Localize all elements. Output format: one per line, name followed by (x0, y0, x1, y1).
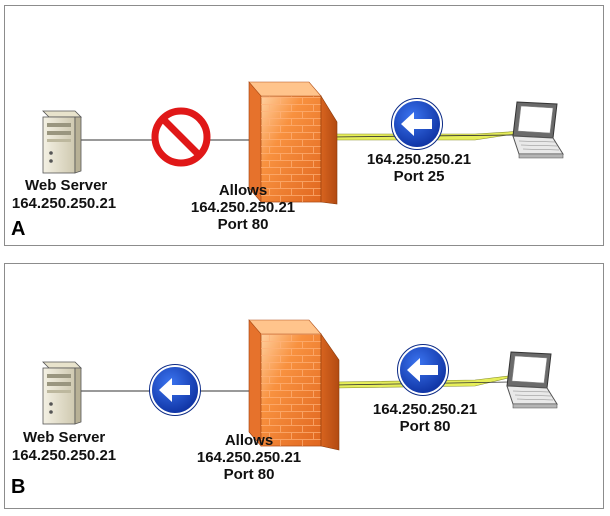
firewall-ip: 164.250.250.21 (196, 449, 302, 466)
panel-letter: B (11, 476, 26, 498)
panel-letter: A (11, 218, 26, 240)
laptop-icon (506, 351, 558, 409)
request-ip: 164.250.250.21 (372, 401, 478, 418)
request-port: Port 80 (399, 418, 451, 435)
laptop-icon (512, 101, 564, 159)
panel-b: Web Server 164.250.250.21 Allows 164.250… (4, 263, 604, 509)
arrow-left-sign-icon (149, 364, 201, 416)
firewall-port: Port 80 (217, 216, 269, 233)
no-entry-icon (151, 107, 211, 167)
request-label: 164.250.250.21 Port 80 (365, 401, 485, 435)
server-icon (42, 110, 82, 174)
firewall-ip: 164.250.250.21 (190, 199, 296, 216)
firewall-icon (248, 319, 340, 451)
firewall-label: Allows 164.250.250.21 Port 80 (183, 182, 303, 233)
request-label: 164.250.250.21 Port 25 (359, 151, 479, 185)
server-icon (42, 361, 82, 425)
server-ip: 164.250.250.21 (11, 195, 117, 212)
diagram-b-graphics (42, 319, 558, 451)
arrow-left-sign-icon (397, 344, 449, 396)
panel-a: Web Server 164.250.250.21 Allows 164.250… (4, 5, 604, 246)
server-ip: 164.250.250.21 (11, 447, 117, 464)
arrow-left-sign-icon (391, 98, 443, 150)
firewall-label: Allows 164.250.250.21 Port 80 (189, 432, 309, 483)
firewall-icon (248, 81, 338, 205)
firewall-rule: Allows (224, 432, 274, 449)
firewall-rule: Allows (218, 182, 268, 199)
server-name: Web Server (23, 429, 106, 446)
diagram-a-graphics (42, 81, 564, 205)
request-ip: 164.250.250.21 (366, 151, 472, 168)
server-label: Web Server (25, 177, 108, 194)
request-port: Port 25 (393, 168, 445, 185)
server-name: Web Server (25, 177, 108, 194)
firewall-port: Port 80 (223, 466, 275, 483)
